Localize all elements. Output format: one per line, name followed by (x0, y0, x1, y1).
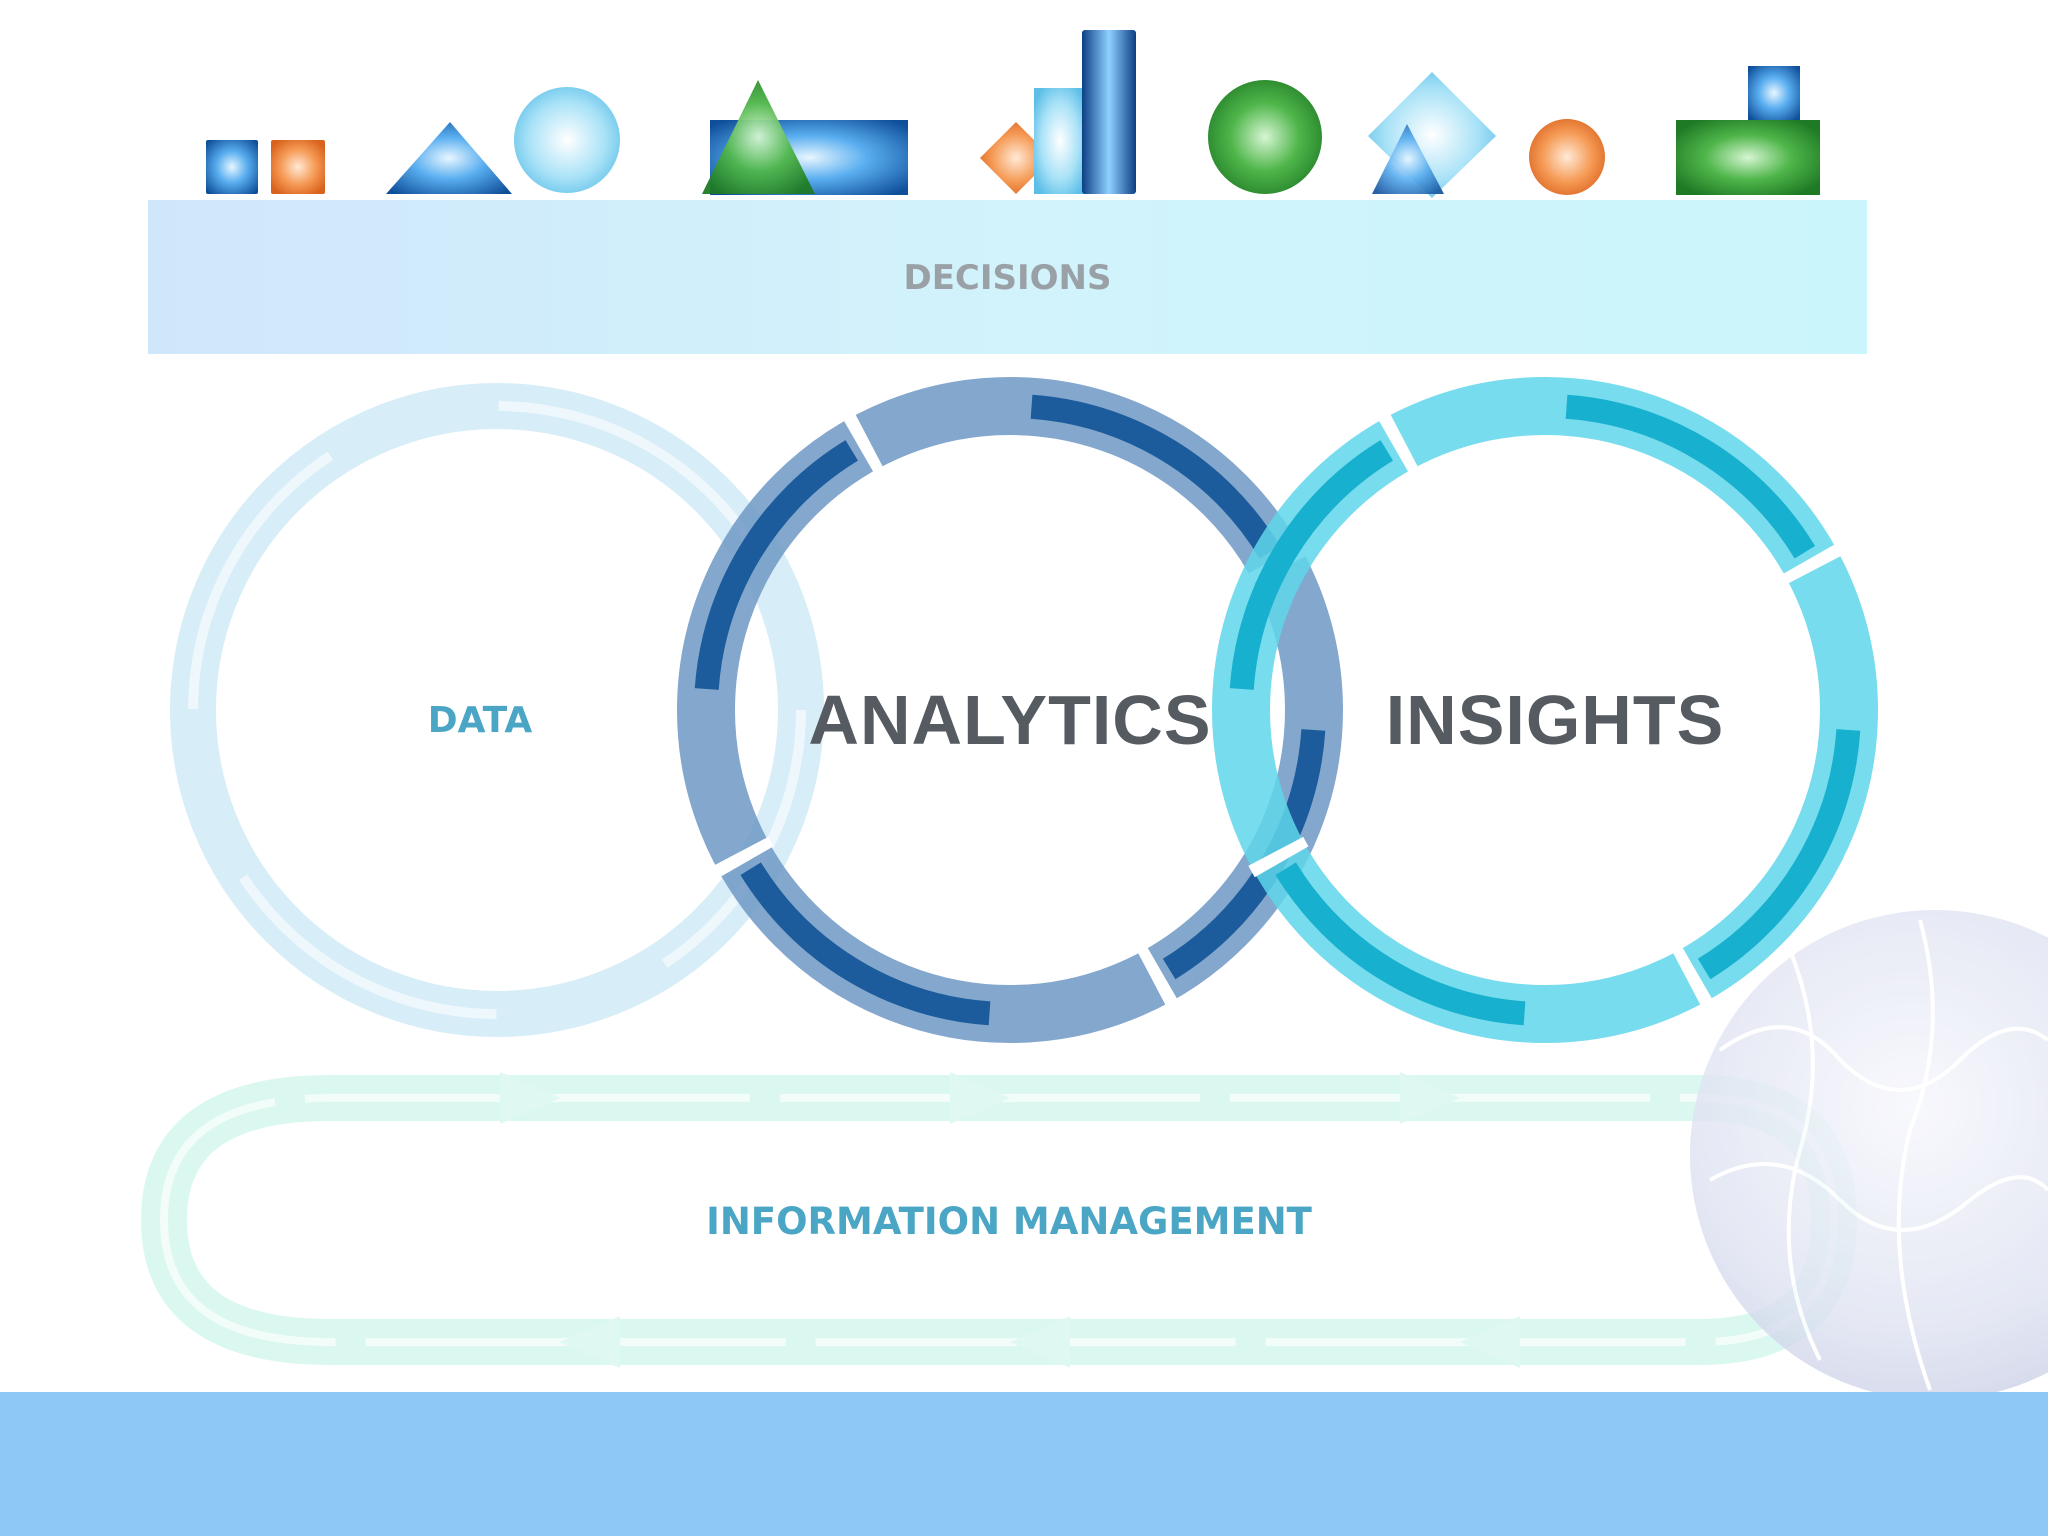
information-management-label: INFORMATION MANAGEMENT (706, 1200, 1312, 1243)
insights-label: INSIGHTS (1385, 681, 1725, 759)
data-cycle (170, 383, 824, 1037)
rectangle-icon (1676, 120, 1820, 195)
triangle-icon (1372, 124, 1444, 194)
rectangle-icon (1034, 88, 1086, 194)
decisions-label: DECISIONS (903, 258, 1112, 298)
decorative-shapes (206, 30, 1820, 198)
arrow-right-icon (500, 1072, 560, 1124)
square-icon (206, 140, 258, 194)
insights-cycle (1210, 375, 1880, 1045)
decisions-band (148, 200, 1867, 354)
square-icon (271, 140, 325, 194)
triangle-icon (386, 122, 512, 194)
analytics-cycle (675, 375, 1345, 1045)
arrow-left-icon (1010, 1316, 1070, 1368)
bar-icon (1082, 30, 1136, 194)
data-label: DATA (427, 700, 533, 741)
analytics-label: ANALYTICS (808, 681, 1212, 759)
circle-icon (1529, 119, 1605, 195)
arrow-left-icon (1460, 1316, 1520, 1368)
arrow-left-icon (560, 1316, 620, 1368)
arrow-right-icon (950, 1072, 1010, 1124)
puzzle-globe-icon (1690, 910, 2048, 1400)
square-icon (1748, 66, 1800, 120)
circle-icon (514, 87, 620, 193)
triangle-icon (702, 80, 815, 194)
arrow-right-icon (1400, 1072, 1460, 1124)
footer-band (0, 1392, 2048, 1536)
circle-icon (1208, 80, 1322, 194)
